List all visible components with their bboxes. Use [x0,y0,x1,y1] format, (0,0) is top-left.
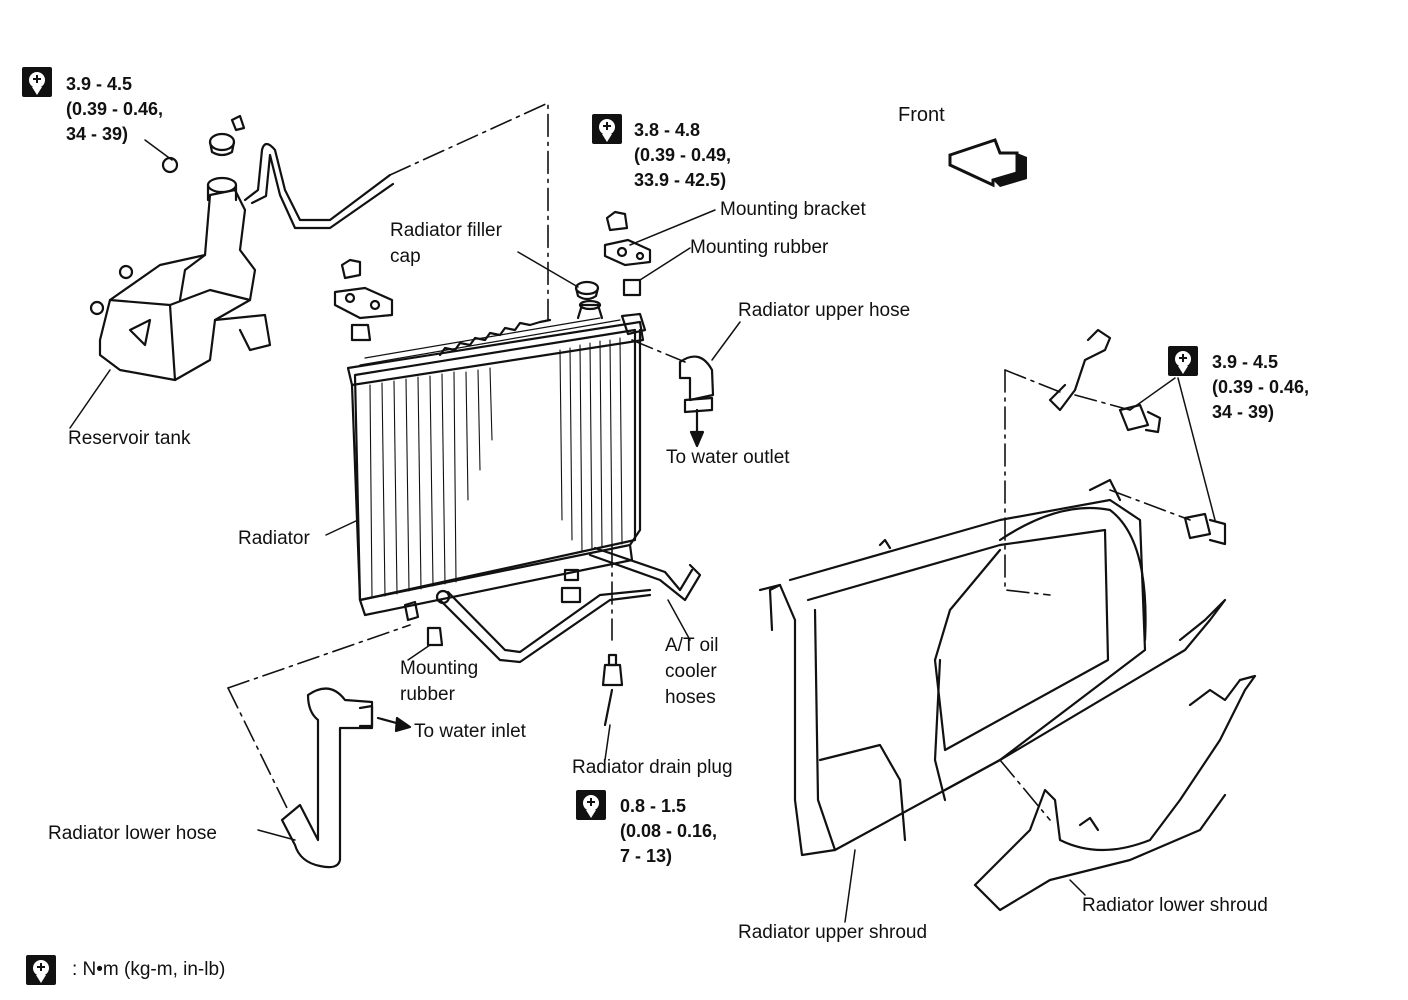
torque-drain-l3: 7 - 13) [620,846,673,866]
label-to-water-outlet: To water outlet [666,447,790,468]
torque-bracket-l3: 33.9 - 42.5) [634,170,727,190]
label-to-water-inlet: To water inlet [414,721,526,742]
reservoir-bolt [161,156,179,174]
right-mounting-bracket [603,210,652,336]
label-mounting-rubber-bottom-2: rubber [400,684,455,705]
reservoir-cap [208,114,246,157]
torque-drain-l1: 0.8 - 1.5 [620,796,687,816]
radiator-lower-hose [280,687,412,869]
radiator-upper-shroud [758,478,1227,857]
torque-shroud-l3: 34 - 39) [1212,402,1275,422]
label-at-oil-3: hoses [665,687,716,708]
shroud-bolt [1183,512,1227,546]
left-mounting-bracket [333,258,394,342]
torque-shroud-l1: 3.9 - 4.5 [1212,352,1279,372]
torque-wrench-icon [22,67,52,97]
label-reservoir-tank: Reservoir tank [68,428,191,449]
label-radiator-filler-cap-1: Radiator filler [390,220,502,241]
label-radiator-filler-cap-2: cap [390,246,421,267]
radiator-core [346,317,645,617]
torque-wrench-icon [1168,346,1198,376]
torque-wrench-icon [592,114,622,144]
radiator-filler-cap [574,280,600,301]
radiator-upper-hose [678,355,715,448]
torque-bracket-l1: 3.8 - 4.8 [634,120,701,140]
radiator-drain-plug [601,653,624,727]
front-arrow-icon [948,138,1027,188]
at-oil-cooler-hoses [435,546,702,664]
reservoir-tank [98,176,272,382]
label-radiator-lower-hose: Radiator lower hose [48,823,217,844]
label-mounting-bracket: Mounting bracket [720,199,866,220]
torque-shroud-l2: (0.39 - 0.46, [1212,377,1310,397]
label-radiator-upper-shroud: Radiator upper shroud [738,922,928,943]
shroud-bolt [1118,403,1162,434]
torque-wrench-icon [26,955,56,985]
overflow-hose [243,142,392,222]
torque-wrench-icon [576,790,606,820]
radiator-lower-shroud [973,674,1257,912]
front-label: Front [898,104,945,126]
torque-reservoir-l2: (0.39 - 0.46, [66,99,164,119]
reservoir-bolt [118,264,134,280]
torque-drain-l2: (0.08 - 0.16, [620,821,718,841]
label-at-oil-2: cooler [665,661,717,682]
label-radiator-drain-plug: Radiator drain plug [572,757,733,778]
label-radiator-lower-shroud: Radiator lower shroud [1082,895,1268,916]
torque-reservoir-l3: 34 - 39) [66,124,129,144]
torque-reservoir-l1: 3.9 - 4.5 [66,74,133,94]
label-at-oil-1: A/T oil [665,635,719,656]
label-radiator-upper-hose: Radiator upper hose [738,300,911,321]
label-mounting-rubber-bottom-1: Mounting [400,658,479,679]
legend-units: : N•m (kg-m, in-lb) [72,959,226,980]
shroud-bracket [1048,328,1112,412]
label-radiator: Radiator [238,528,310,549]
bottom-mounting-rubber [403,568,582,647]
radiator-filler-neck [576,299,604,320]
label-mounting-rubber-top: Mounting rubber [690,237,829,258]
torque-bracket-l2: (0.39 - 0.49, [634,145,732,165]
reservoir-bolt [89,300,105,316]
